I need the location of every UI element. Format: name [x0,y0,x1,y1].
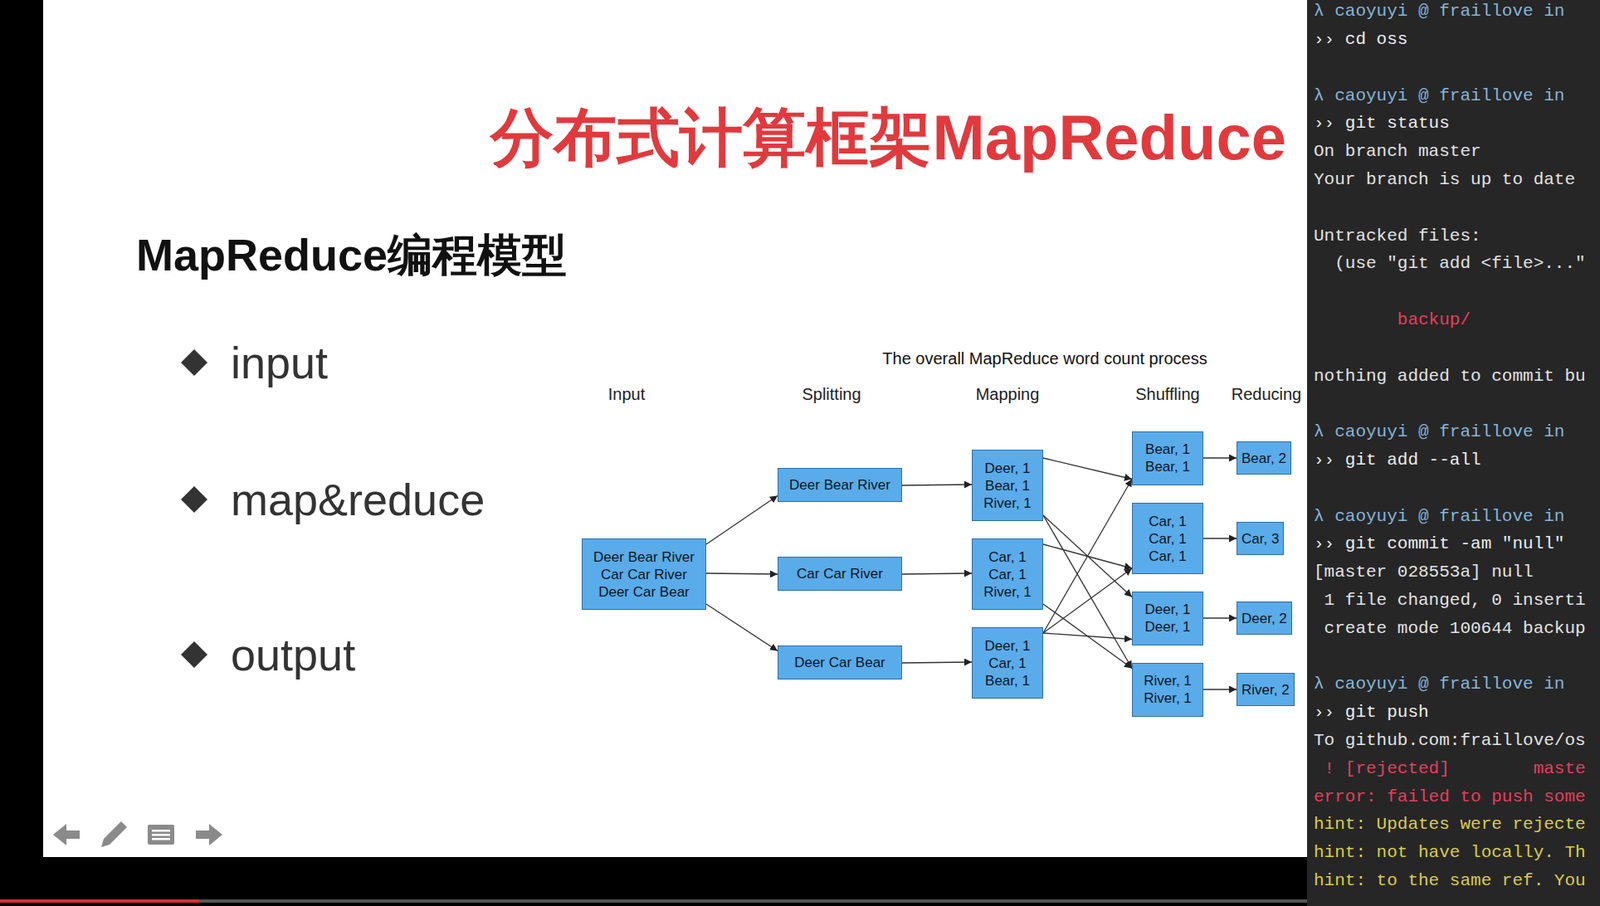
terminal-line: λ caoyuyi @ fraillove in [1313,670,1565,699]
process-box: Deer, 1 Deer, 1 [1131,591,1204,646]
terminal-panel [1307,0,1600,906]
progress-track [0,899,1308,903]
connector-arrow [1043,458,1132,480]
box-text: Deer Car Bear [782,653,898,672]
terminal-line: 1 file changed, 0 inserti [1324,586,1586,615]
terminal-line: backup/ [1397,306,1471,335]
menu-icon-line [151,834,171,837]
box-text: Car, 3 [1241,530,1279,548]
box-text: Bear, 2 [1241,449,1287,468]
process-box: River, 1 River, 1 [1131,663,1204,718]
connector-arrow [902,484,972,486]
connector-arrow [1203,617,1237,619]
terminal-line: λ caoyuyi @ fraillove in [1313,418,1565,447]
terminal-line: hint: Updates were rejecte [1313,810,1586,840]
bullet-text: input [230,334,328,391]
connector-arrow [1043,479,1132,635]
connector-arrow [1203,688,1237,690]
process-box: Deer Car Bear [777,645,903,680]
slide-nav-icons [53,821,223,848]
box-text: Deer, 1 Deer, 1 [1136,600,1199,636]
terminal-line: ›› git status [1313,109,1450,138]
process-box: River, 2 [1236,673,1295,707]
process-box: Bear, 1 Bear, 1 [1131,431,1204,486]
box-text: Car, 1 Car, 1 River, 1 [976,548,1039,601]
connector-arrow [1203,457,1237,459]
column-header: Input [608,384,645,405]
connector-arrow [902,573,972,575]
process-box: Deer, 2 [1236,601,1293,635]
terminal-line: Your branch is up to date [1313,165,1576,195]
connector-arrow [1043,604,1132,669]
menu-icon-line [151,829,171,833]
terminal-line: ›› git add --all [1313,446,1482,475]
next-arrow-icon [195,824,223,846]
terminal-line: To github.com:fraillove/os [1313,726,1586,756]
bullet-diamond [180,641,208,669]
box-text: Car, 1 Car, 1 Car, 1 [1136,512,1199,566]
connector-arrow [1203,537,1237,539]
terminal-line: ! [rejected] maste [1324,755,1586,784]
connector-arrow [706,496,778,546]
terminal-line: [master 028553a] null [1313,558,1534,587]
process-box: Deer, 1 Bear, 1 River, 1 [971,449,1044,522]
process-box: Car Car River [777,556,903,591]
column-header: Reducing [1231,384,1303,405]
progress-bar [0,899,200,903]
pencil-icon [101,821,127,848]
slide-title: 分布式计算框架MapReduce [490,99,1287,176]
box-text: Deer, 2 [1241,609,1288,628]
terminal-line: create mode 100644 backup [1324,614,1586,644]
terminal-line: hint: to the same ref. You [1313,867,1586,896]
box-text: Deer, 1 Bear, 1 River, 1 [976,459,1039,513]
section-heading: MapReduce编程模型 [136,226,567,283]
terminal-line: ›› cd oss [1313,25,1408,54]
terminal-line: λ caoyuyi @ fraillove in [1313,82,1565,111]
box-text: Deer, 1 Car, 1 Bear, 1 [976,637,1039,690]
bullet-diamond [180,349,208,376]
bullet-text: output [230,626,356,683]
bullet-text: map&reduce [230,471,485,528]
prev-arrow-icon [53,824,80,846]
bullet-diamond [180,486,208,513]
process-box: Deer Bear River [777,468,903,503]
box-text: Bear, 1 Bear, 1 [1136,440,1199,476]
process-box: Bear, 2 [1236,441,1292,475]
box-text: Deer Bear River [782,476,898,494]
column-header: Mapping [975,384,1040,405]
slide-ground [43,0,1308,858]
process-box: Deer, 1 Car, 1 Bear, 1 [971,627,1044,699]
terminal-line: On branch master [1313,137,1482,166]
connector-arrow [706,573,778,575]
connector-arrow [1043,515,1132,669]
box-text: Deer Bear River Car Car River Deer Car B… [586,548,702,601]
box-text: Car Car River [782,565,898,583]
connector-arrow [902,662,972,664]
terminal-line: nothing added to commit bu [1313,362,1586,391]
process-box: Deer Bear River Car Car River Deer Car B… [581,538,707,610]
figure-title: The overall MapReduce word count process [882,348,1207,370]
terminal-line: hint: not have locally. Th [1313,839,1586,868]
terminal-line: Untracked files: [1313,222,1482,251]
menu-icon [147,824,175,845]
column-header: Shuffling [1135,384,1200,405]
process-box: Car, 3 [1236,521,1284,556]
connector-arrow [706,604,778,652]
process-box: Car, 1 Car, 1 River, 1 [971,538,1044,610]
connector-arrow [1043,568,1132,634]
process-box: Car, 1 Car, 1 Car, 1 [1131,502,1204,575]
terminal-line: error: failed to push some [1313,783,1586,812]
connector-arrow [1043,633,1132,640]
menu-icon-line [151,838,171,841]
terminal-line: λ caoyuyi @ fraillove in [1313,0,1565,26]
box-text: River, 2 [1241,681,1290,699]
box-text: River, 1 River, 1 [1136,672,1199,708]
terminal-line: λ caoyuyi @ fraillove in [1313,502,1565,532]
terminal-line: ›› git push [1313,698,1430,727]
terminal-line: (use "git add <file>..." [1334,249,1586,279]
column-header: Splitting [801,384,861,405]
terminal-line: ›› git commit -am "null" [1313,530,1565,559]
